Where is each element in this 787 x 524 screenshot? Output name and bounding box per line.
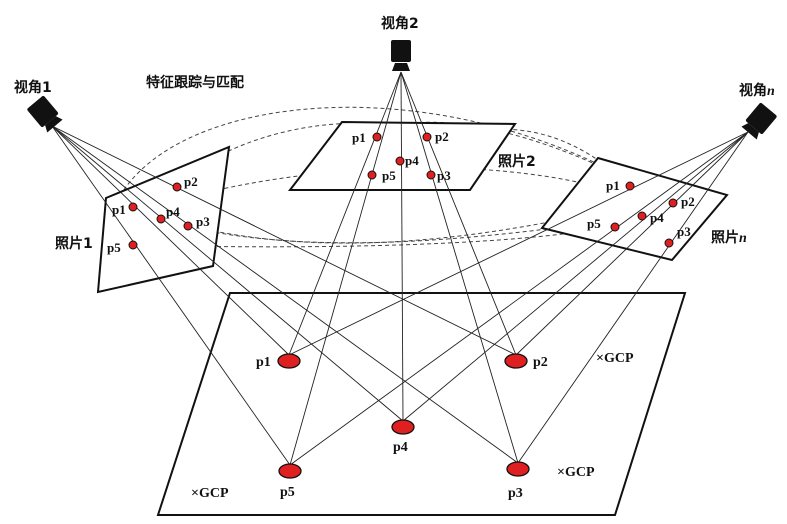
projection-ray xyxy=(400,71,519,464)
gcp-label: ×GCP xyxy=(557,465,595,480)
camera-icon xyxy=(27,96,63,133)
projection-ray xyxy=(51,125,519,464)
photo-n-point-p3 xyxy=(664,238,674,248)
photo-n-point-p5 xyxy=(610,222,620,232)
projection-ray xyxy=(400,71,404,422)
photo-2-label-p5: p5 xyxy=(382,168,396,183)
ground-point-p1 xyxy=(277,353,301,369)
camera-n-label: 视角n xyxy=(739,82,775,99)
gcp-label: ×GCP xyxy=(596,351,634,366)
photo-n-label-p2: p2 xyxy=(681,194,695,209)
photo-2-label-p3: p3 xyxy=(437,168,451,183)
projection-ray xyxy=(51,125,290,356)
projection-ray xyxy=(400,71,517,356)
photo-2-point-p5 xyxy=(367,170,377,180)
ground-points: p1 p2 p3 p4 p5 xyxy=(256,353,548,501)
photo-n-point-p4 xyxy=(637,211,647,221)
photo-2-label-p4: p4 xyxy=(405,153,419,168)
camera-icon xyxy=(391,40,411,71)
photo-1-label-p4: p4 xyxy=(166,204,180,219)
projection-ray xyxy=(289,71,402,466)
projection-ray xyxy=(402,131,749,422)
photo-n-frame xyxy=(540,156,729,262)
projection-ray xyxy=(515,131,749,356)
projection-ray xyxy=(288,71,402,356)
projection-ray xyxy=(51,125,291,466)
photo-1-title: 照片1 xyxy=(55,235,93,252)
photo-1-label-p2: p2 xyxy=(184,174,198,189)
ground-plane xyxy=(156,292,687,516)
ground-label-p4: p4 xyxy=(393,440,408,455)
ground-label-p2: p2 xyxy=(533,355,548,370)
photo-2-label-p1: p1 xyxy=(352,130,366,145)
photo-n-label-p5: p5 xyxy=(587,216,601,231)
camera-icon xyxy=(741,103,777,140)
photo-2-label-p2: p2 xyxy=(435,129,449,144)
ground-point-p3 xyxy=(506,461,530,477)
ground-point-p2 xyxy=(504,353,528,369)
projection-ray xyxy=(517,131,749,464)
ground-point-p5 xyxy=(278,463,302,479)
projection-ray xyxy=(51,125,517,356)
gcp-label: ×GCP xyxy=(191,486,229,501)
diagram-title: 特征跟踪与匹配 xyxy=(146,74,244,91)
photo-2-frame xyxy=(287,120,517,191)
photo-2-point-p3 xyxy=(426,170,436,180)
photo-1-label-p3: p3 xyxy=(196,214,210,229)
ground-label-p5: p5 xyxy=(280,485,295,500)
projection-ray xyxy=(289,131,749,466)
projection-ray xyxy=(288,131,749,356)
projection-rays-overlay xyxy=(51,71,749,466)
ground-point-p4 xyxy=(391,419,415,435)
photo-n-label-p4: p4 xyxy=(650,210,664,225)
photo-2-title: 照片2 xyxy=(498,153,536,170)
photo-1-point-p5 xyxy=(128,240,138,250)
photo-2-points: p1 p2 p3 p4 p5 xyxy=(352,129,451,183)
photo-n-point-p2 xyxy=(668,198,678,208)
photo-1-point-p2 xyxy=(172,182,182,192)
photo-n-point-p1 xyxy=(625,181,635,191)
photo-n-points: p1 p2 p3 p4 p5 xyxy=(587,178,695,248)
photo-2-point-p1 xyxy=(372,132,382,142)
ground-label-p1: p1 xyxy=(256,355,271,370)
photo-1-label-p1: p1 xyxy=(112,202,126,217)
camera-2-label: 视角2 xyxy=(381,15,419,32)
photo-1-point-p4 xyxy=(156,214,166,224)
photo-2-point-p4 xyxy=(395,156,405,166)
camera-1-label: 视角1 xyxy=(14,79,52,96)
photo-1-point-p1 xyxy=(128,202,138,212)
photo-2-point-p2 xyxy=(422,132,432,142)
photo-1-label-p5: p5 xyxy=(107,240,121,255)
ground-label-p3: p3 xyxy=(508,486,523,501)
projection-ray xyxy=(51,125,404,422)
photo-n-title: 照片n xyxy=(711,229,747,246)
photo-1-points: p1 p2 p3 p4 p5 xyxy=(107,174,210,255)
photo-1-point-p3 xyxy=(183,221,193,231)
photo-n-label-p3: p3 xyxy=(677,224,691,239)
photo-n-label-p1: p1 xyxy=(606,178,620,193)
